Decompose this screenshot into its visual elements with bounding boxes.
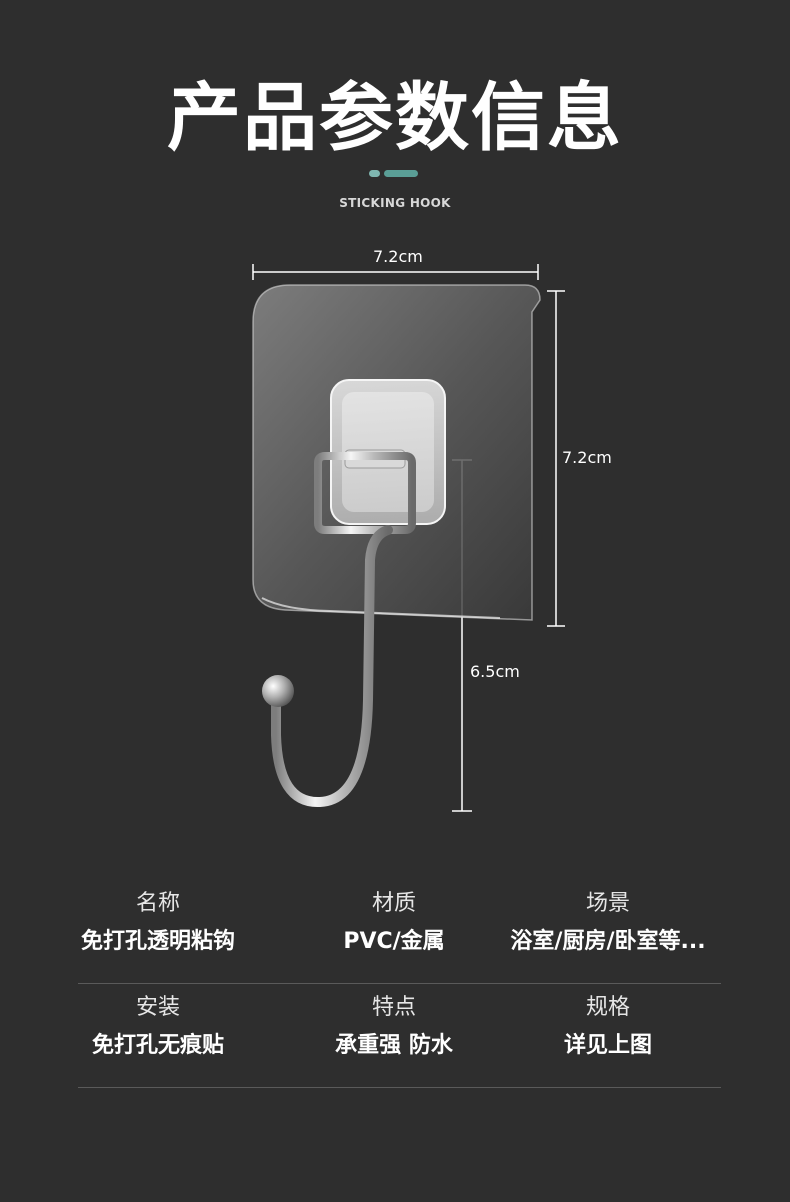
- param-cell-material: 材质 PVC/金属: [274, 880, 514, 957]
- hook-loop: [314, 452, 416, 534]
- param-label: 特点: [371, 995, 416, 1020]
- width-dimension-line: [252, 264, 539, 280]
- param-label: 规格: [585, 995, 630, 1020]
- hook-body: [271, 525, 393, 808]
- param-value: 浴室/厨房/卧室等...: [510, 929, 706, 954]
- height-dimension-line: [547, 290, 565, 627]
- param-cell-scene: 场景 浴室/厨房/卧室等...: [488, 880, 728, 957]
- param-cell-install: 安装 免打孔无痕贴: [38, 984, 278, 1061]
- param-table: 名称 免打孔透明粘钩 材质 PVC/金属 场景 浴室/厨房/卧室等... 安装 …: [78, 880, 721, 1088]
- hook-ball-tip: [262, 675, 294, 707]
- page-subtitle: STICKING HOOK: [339, 196, 451, 210]
- param-value: 免打孔透明粘钩: [80, 929, 235, 954]
- param-cell-spec: 规格 详见上图: [488, 984, 728, 1061]
- accent-bar: [384, 170, 418, 177]
- param-label: 安装: [135, 995, 180, 1020]
- param-cell-name: 名称 免打孔透明粘钩: [38, 880, 278, 957]
- param-label: 名称: [135, 891, 180, 916]
- param-cell-feature: 特点 承重强 防水: [274, 984, 514, 1061]
- height-label: 7.2cm: [562, 448, 612, 467]
- product-figure: 7.2cm 7.2cm 6.5cm: [0, 230, 790, 830]
- param-value: 承重强 防水: [335, 1033, 453, 1058]
- param-row: 安装 免打孔无痕贴 特点 承重强 防水 规格 详见上图: [78, 984, 721, 1088]
- param-value: PVC/金属: [343, 929, 445, 954]
- param-label: 材质: [371, 891, 416, 916]
- hook-length-label: 6.5cm: [470, 662, 520, 681]
- width-label: 7.2cm: [373, 247, 423, 266]
- param-value: 免打孔无痕贴: [91, 1033, 224, 1058]
- param-label: 场景: [585, 891, 630, 916]
- param-value: 详见上图: [563, 1033, 652, 1058]
- sticking-hook-illustration: [252, 264, 565, 812]
- page-title: 产品参数信息: [167, 75, 623, 161]
- param-row: 名称 免打孔透明粘钩 材质 PVC/金属 场景 浴室/厨房/卧室等...: [78, 880, 721, 984]
- accent-dot: [369, 170, 380, 177]
